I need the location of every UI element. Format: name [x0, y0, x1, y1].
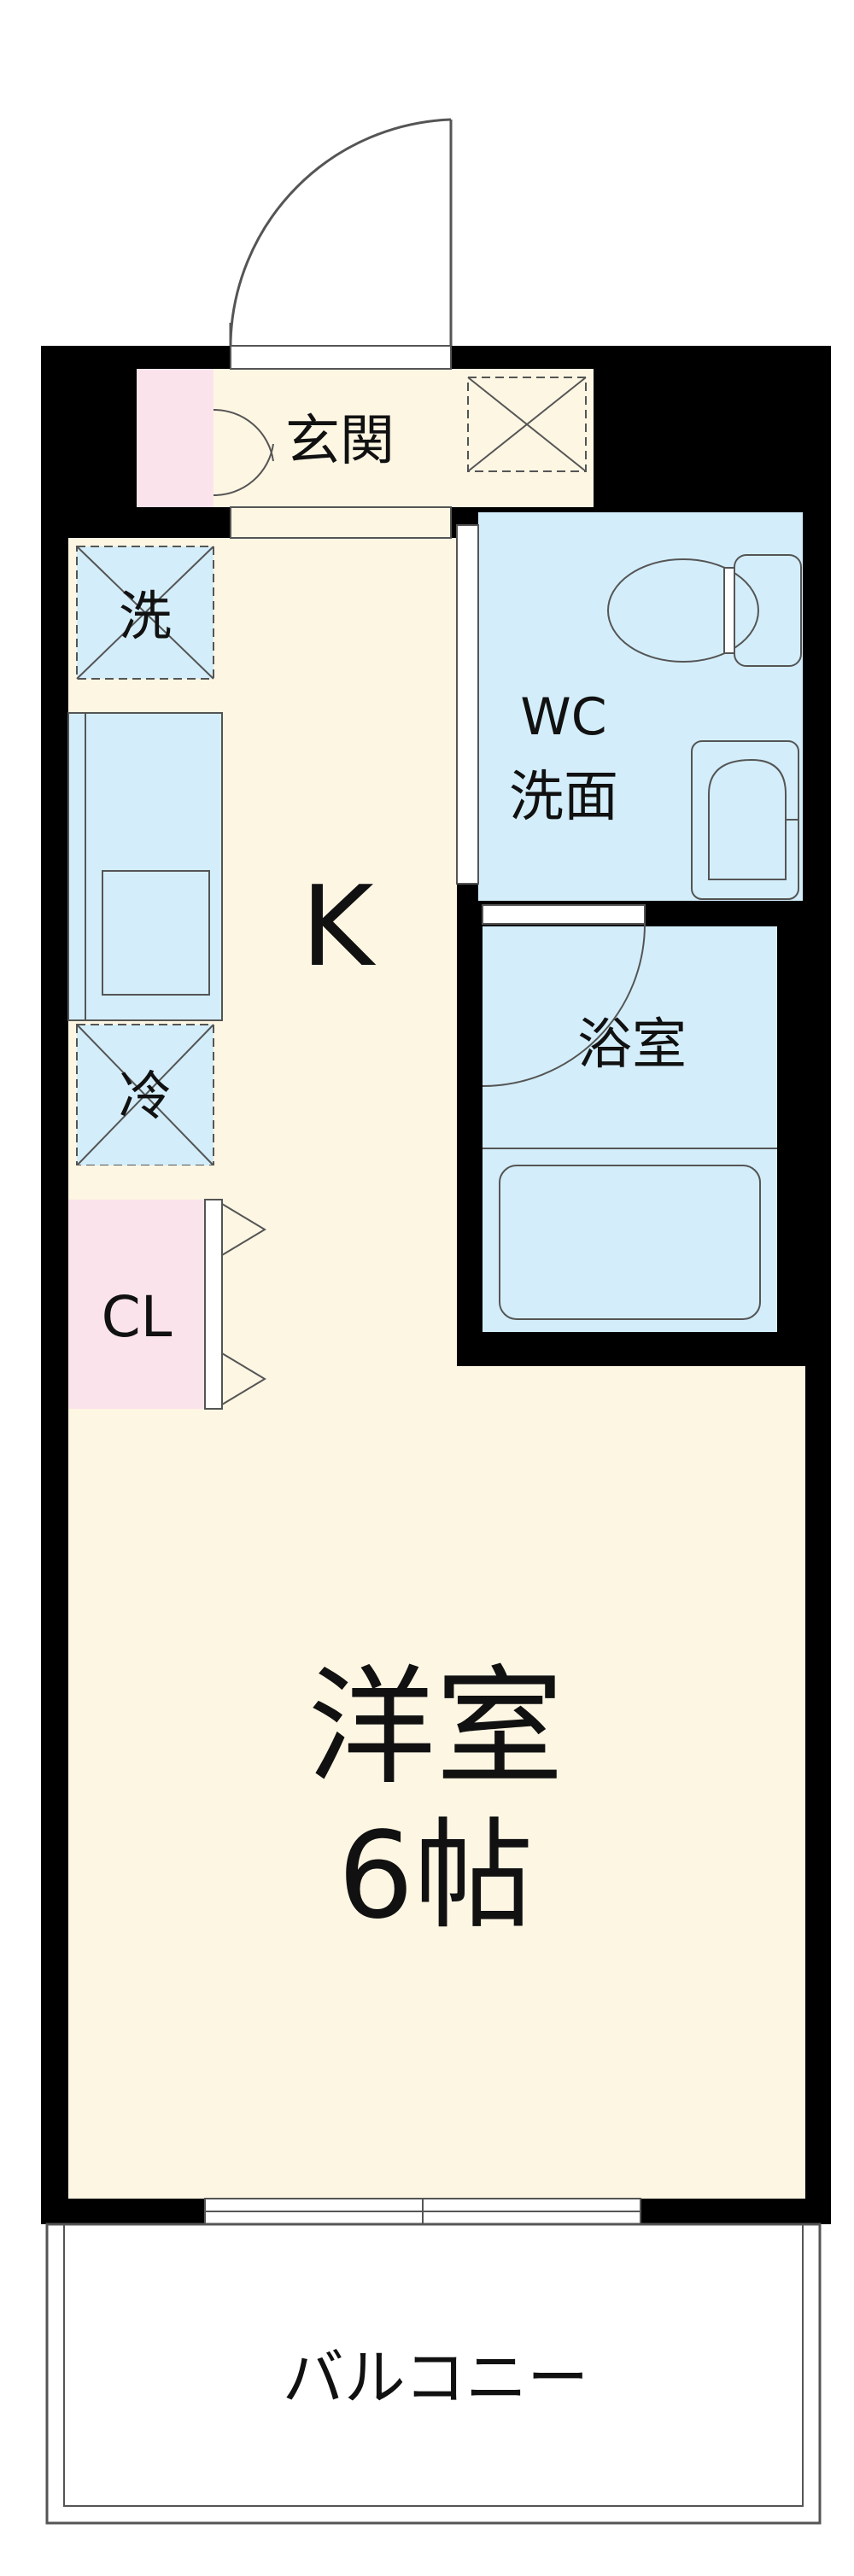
closet-label: CL: [102, 1284, 173, 1350]
main-room-floor: [68, 1434, 805, 2199]
toilet-icon: [607, 554, 802, 667]
fridge-label: 冷: [119, 1065, 172, 1127]
washer-label: 洗: [119, 585, 172, 647]
kitchen-sink: [102, 870, 210, 996]
shoe-cabinet: [467, 377, 587, 472]
wc-door-sliding: [456, 524, 479, 885]
top-door-threshold: [230, 345, 452, 370]
entrance-floor: [214, 369, 594, 507]
main-room-label: 洋室: [307, 1654, 564, 1802]
closet-door-swings: [221, 1203, 266, 1405]
kitchen-lower-floor: [457, 1366, 805, 1434]
closet-floor: [68, 1200, 205, 1409]
kitchen-label: K: [301, 862, 376, 991]
closet-door-track: [204, 1199, 223, 1410]
entrance-threshold: [230, 506, 452, 539]
main-room-size-label: 6帖: [337, 1807, 533, 1946]
balcony: [45, 2223, 822, 2525]
entrance-door-swing: [229, 118, 453, 359]
bath-door-threshold: [482, 904, 646, 925]
entrance-tile-pink: [137, 369, 214, 507]
washer-box: [76, 546, 214, 680]
bathtub: [499, 1165, 761, 1320]
wc-label: WC: [520, 687, 606, 747]
fridge-box: [76, 1024, 214, 1166]
entrance-label: 玄関: [285, 410, 395, 473]
balcony-label: バルコニー: [283, 2342, 589, 2414]
bath-door-swing: [482, 923, 646, 1087]
bath-label: 浴室: [577, 1013, 687, 1077]
washroom-label: 洗面: [509, 766, 618, 829]
wash-basin-icon: [691, 740, 799, 900]
entrance-inner-swing: [213, 408, 274, 462]
